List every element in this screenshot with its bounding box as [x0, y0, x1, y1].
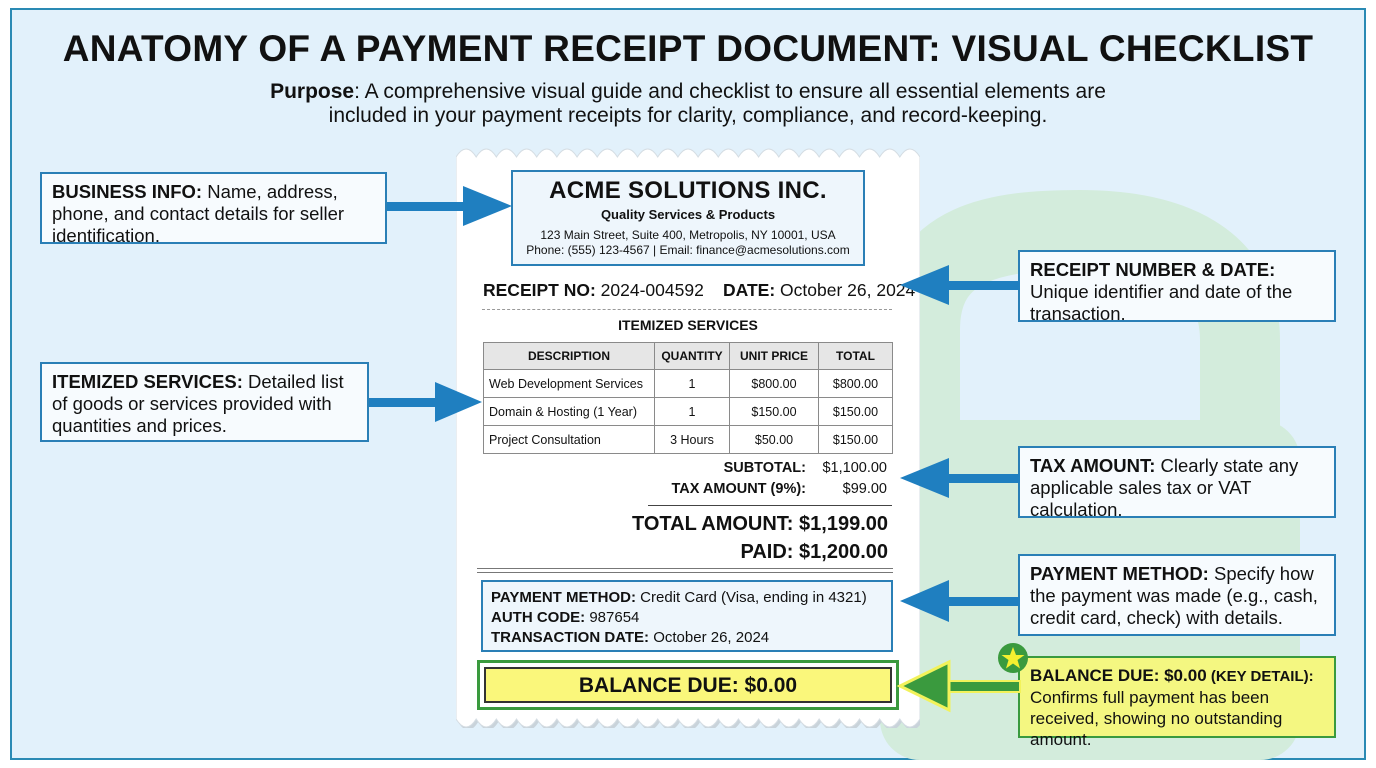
auth-code-label: AUTH CODE: — [491, 609, 586, 626]
receipt-date: DATE: October 26, 2024 — [723, 280, 915, 301]
item-description: Domain & Hosting (1 Year) — [483, 397, 655, 426]
subtotal-value: $1,100.00 — [822, 460, 887, 476]
purpose-text: Purpose: A comprehensive visual guide an… — [238, 80, 1138, 128]
business-name: ACME SOLUTIONS INC. — [549, 177, 827, 204]
column-header: TOTAL — [818, 342, 893, 370]
callout-text: Name, address, phone, and contact detail… — [52, 181, 345, 246]
callout-text: Unique identifier and date of the transa… — [1030, 281, 1293, 324]
callout-business-info: BUSINESS INFO: Name, address, phone, and… — [40, 172, 387, 246]
page-title: ANATOMY OF A PAYMENT RECEIPT DOCUMENT: V… — [62, 28, 1314, 69]
receipt-number-value: 2024-004592 — [595, 280, 704, 300]
column-header: UNIT PRICE — [729, 342, 819, 370]
business-contact: Phone: (555) 123-4567 | Email: finance@a… — [526, 243, 850, 257]
item-total: $150.00 — [818, 425, 893, 454]
callout-balance-due: BALANCE DUE: $0.00 (KEY DETAIL): Confirm… — [1018, 656, 1336, 749]
payment-method-box: PAYMENT METHOD: Credit Card (Visa, endin… — [481, 580, 893, 652]
divider — [648, 505, 892, 506]
callout-heading: PAYMENT METHOD: — [1030, 563, 1209, 584]
tax-value: $99.00 — [842, 481, 887, 497]
auth-code-value: 987654 — [585, 609, 640, 626]
double-divider — [477, 568, 893, 573]
callout-receipt-number: RECEIPT NUMBER & DATE: Unique identifier… — [1018, 250, 1336, 324]
arrow-left-icon — [900, 265, 1020, 305]
callout-text: Specify how the payment was made (e.g., … — [1030, 563, 1318, 628]
item-description: Web Development Services — [483, 369, 655, 398]
items-table: DESCRIPTION QUANTITY UNIT PRICE TOTAL We… — [483, 342, 893, 454]
transaction-date-value: October 26, 2024 — [649, 629, 770, 646]
item-unit-price: $150.00 — [729, 397, 819, 426]
item-quantity: 3 Hours — [654, 425, 730, 454]
receipt-number: RECEIPT NO: 2024-004592 — [483, 280, 704, 301]
column-header: DESCRIPTION — [483, 342, 655, 370]
payment-method-label: PAYMENT METHOD: — [491, 589, 637, 606]
arrow-left-green-icon — [896, 659, 1021, 713]
callout-itemized-services: ITEMIZED SERVICES: Detailed list of good… — [40, 362, 369, 442]
subtotal-label: SUBTOTAL: — [723, 460, 806, 476]
arrow-left-icon — [900, 580, 1020, 622]
item-total: $800.00 — [818, 369, 893, 398]
callout-heading: BUSINESS INFO: — [52, 181, 203, 202]
column-header: QUANTITY — [654, 342, 730, 370]
business-info-box: ACME SOLUTIONS INC. Quality Services & P… — [511, 170, 865, 266]
receipt-date-value: October 26, 2024 — [775, 280, 916, 300]
tax-label: TAX AMOUNT (9%): — [671, 481, 806, 497]
items-title: ITEMIZED SERVICES — [618, 317, 758, 333]
business-tagline: Quality Services & Products — [600, 207, 776, 222]
receipt-number-label: RECEIPT NO: — [483, 280, 596, 300]
star-icon — [998, 643, 1028, 673]
table-row: Web Development Services 1 $800.00 $800.… — [483, 369, 893, 398]
arrow-right-icon — [387, 186, 512, 226]
callout-heading: BALANCE DUE: $0.00 — [1030, 666, 1207, 685]
transaction-date-line: TRANSACTION DATE: October 26, 2024 — [491, 628, 883, 648]
callout-text: Detailed list of goods or services provi… — [52, 371, 344, 436]
callout-text: Clearly state any applicable sales tax o… — [1030, 455, 1299, 520]
total-amount: TOTAL AMOUNT: $1,199.00 — [632, 513, 888, 535]
item-unit-price: $800.00 — [729, 369, 819, 398]
auth-code-line: AUTH CODE: 987654 — [491, 608, 883, 628]
callout-heading: TAX AMOUNT: — [1030, 455, 1156, 476]
item-unit-price: $50.00 — [729, 425, 819, 454]
item-quantity: 1 — [654, 397, 730, 426]
divider — [482, 309, 892, 310]
business-address: 123 Main Street, Suite 400, Metropolis, … — [540, 228, 836, 242]
table-row: Project Consultation 3 Hours $50.00 $150… — [483, 425, 893, 454]
arrow-left-icon — [900, 458, 1020, 498]
item-description: Project Consultation — [483, 425, 655, 454]
table-header-row: DESCRIPTION QUANTITY UNIT PRICE TOTAL — [483, 342, 893, 370]
paid-amount: PAID: $1,200.00 — [740, 541, 889, 563]
receipt-date-label: DATE: — [723, 280, 776, 300]
table-row: Domain & Hosting (1 Year) 1 $150.00 $150… — [483, 397, 893, 426]
payment-method-value: Credit Card (Visa, ending in 4321) — [636, 589, 867, 606]
callout-key-detail: (KEY DETAIL): — [1206, 668, 1314, 685]
purpose-label: Purpose — [270, 80, 355, 103]
transaction-date-label: TRANSACTION DATE: — [491, 629, 650, 646]
payment-method-line: PAYMENT METHOD: Credit Card (Visa, endin… — [491, 588, 883, 608]
callout-heading: RECEIPT NUMBER & DATE: — [1030, 259, 1276, 280]
callout-heading: ITEMIZED SERVICES: — [52, 371, 243, 392]
callout-text: Confirms full payment has been received,… — [1030, 688, 1283, 749]
balance-due-box: BALANCE DUE: $0.00 — [484, 667, 892, 703]
purpose-body: : A comprehensive visual guide and check… — [328, 80, 1106, 127]
arrow-right-icon — [369, 382, 482, 422]
callout-payment-method: PAYMENT METHOD: Specify how the payment … — [1018, 554, 1336, 636]
